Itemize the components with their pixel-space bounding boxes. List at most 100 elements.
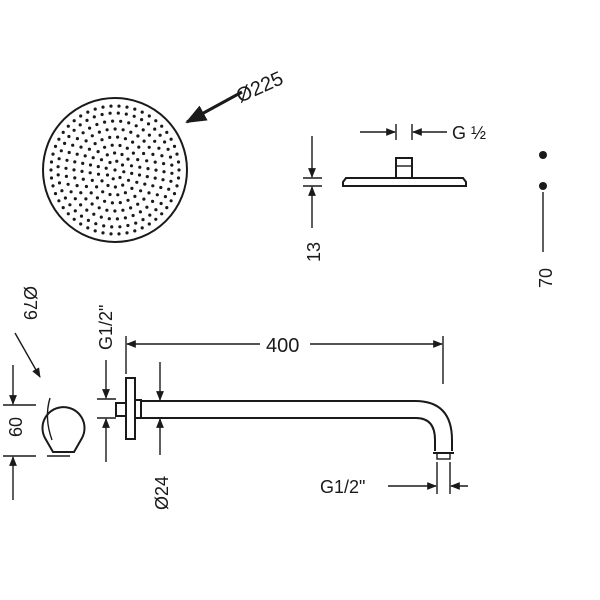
nozzle-dot <box>151 152 155 156</box>
nozzle-dot <box>83 154 87 158</box>
nozzle-dot <box>167 187 171 191</box>
nozzle-dot <box>49 168 53 172</box>
nozzle-dot <box>125 105 129 109</box>
nozzle-dot <box>107 217 111 221</box>
nozzle-dot <box>101 105 105 109</box>
nozzle-dot <box>96 150 100 154</box>
flange-height-dimension: 60 <box>3 365 36 500</box>
nozzle-dot <box>81 177 85 181</box>
nozzle-dot <box>170 163 174 167</box>
mount-spacing-label: 70 <box>536 268 556 288</box>
nozzle-dot <box>103 120 107 124</box>
nozzle-dot <box>53 144 58 148</box>
nozzle-dot <box>108 135 112 139</box>
nozzle-dot <box>170 171 174 175</box>
head-thread-label: G ½ <box>452 123 486 143</box>
arm-diameter-label: Ø24 <box>152 476 172 510</box>
nozzle-dot <box>81 161 85 165</box>
nozzle-dot <box>172 144 177 148</box>
nozzle-dot <box>73 197 77 201</box>
nozzle-dot <box>65 158 69 162</box>
arm-collar <box>134 399 142 419</box>
nozzle-dot <box>153 127 157 131</box>
nozzle-dot <box>57 137 61 141</box>
nozzle-dot <box>88 163 93 167</box>
nozzle-dot <box>126 223 130 228</box>
nozzle-dot <box>64 174 68 178</box>
nozzle-dot <box>84 197 88 201</box>
nozzle-dot <box>169 199 173 203</box>
nozzle-dot <box>125 231 129 235</box>
nozzle-dot <box>90 202 94 206</box>
nozzle-dot <box>146 167 150 171</box>
nozzle-dot <box>73 160 77 164</box>
nozzle-dot <box>160 212 164 216</box>
nozzle-dot <box>166 147 170 151</box>
nozzle-dot <box>85 208 89 212</box>
shower-arm-side-view <box>115 377 454 460</box>
nozzle-dot <box>95 185 99 189</box>
arm-outlet-thread <box>436 452 451 460</box>
nozzle-dot <box>129 130 133 134</box>
nozzle-dot <box>168 155 173 159</box>
nozzle-dot <box>154 168 158 172</box>
nozzle-dot <box>108 192 112 197</box>
nozzle-dot <box>153 139 157 143</box>
nozzle-dot <box>148 213 152 217</box>
nozzle-dot <box>134 124 138 128</box>
nozzle-dot <box>177 168 181 172</box>
nozzle-dot <box>117 104 121 108</box>
nozzle-dot <box>123 191 127 195</box>
nozzle-dot <box>108 160 112 165</box>
nozzle-dot <box>105 173 110 177</box>
arm-wall-flange <box>125 377 136 440</box>
nozzle-dot <box>141 128 145 132</box>
nozzle-dot <box>105 208 109 212</box>
nozzle-dot <box>147 145 151 149</box>
nozzle-dot <box>61 206 65 210</box>
nozzle-dot <box>67 134 71 139</box>
nozzle-dot <box>176 176 181 180</box>
nozzle-dot <box>93 142 97 146</box>
flange-outline <box>41 406 86 453</box>
nozzle-dot <box>147 133 151 137</box>
nozzle-dot <box>79 145 83 149</box>
head-diameter-label: Ø225 <box>233 68 287 108</box>
nozzle-dot <box>147 114 151 118</box>
nozzle-dot <box>176 160 181 164</box>
nozzle-dot <box>160 154 164 158</box>
arm-nut <box>115 402 127 417</box>
nozzle-dot <box>143 182 147 186</box>
nozzle-dot <box>121 208 125 212</box>
shower-head-side-view <box>342 157 467 187</box>
nozzle-dot <box>57 181 62 185</box>
nozzle-dot <box>123 216 127 220</box>
nozzle-dot <box>154 217 158 221</box>
nozzle-dot <box>147 191 151 195</box>
nozzle-dot <box>79 203 83 207</box>
nozzle-pattern <box>49 104 181 236</box>
nozzle-dot <box>97 130 101 134</box>
nozzle-dot <box>109 232 113 236</box>
nozzle-dot <box>84 139 88 143</box>
nozzle-dot <box>93 107 97 111</box>
nozzle-dot <box>165 130 169 134</box>
nozzle-dot <box>141 218 145 222</box>
nozzle-dot <box>137 145 141 149</box>
nozzle-dot <box>155 193 159 197</box>
nozzle-dot <box>63 196 67 200</box>
nozzle-dot <box>154 208 158 212</box>
nozzle-dot <box>73 209 77 213</box>
nozzle-dot <box>116 135 120 139</box>
nozzle-dot <box>95 122 99 127</box>
head-diameter-dimension: Ø225 <box>185 68 287 124</box>
nozzle-dot <box>133 194 137 198</box>
nozzle-dot <box>145 205 149 209</box>
nozzle-dot <box>79 114 83 118</box>
nozzle-dot <box>110 201 114 205</box>
nozzle-dot <box>90 134 94 138</box>
nozzle-dot <box>79 214 84 218</box>
flange-diameter-label: Ø79 <box>20 286 40 320</box>
nozzle-dot <box>175 184 179 188</box>
nozzle-dot <box>130 186 134 190</box>
